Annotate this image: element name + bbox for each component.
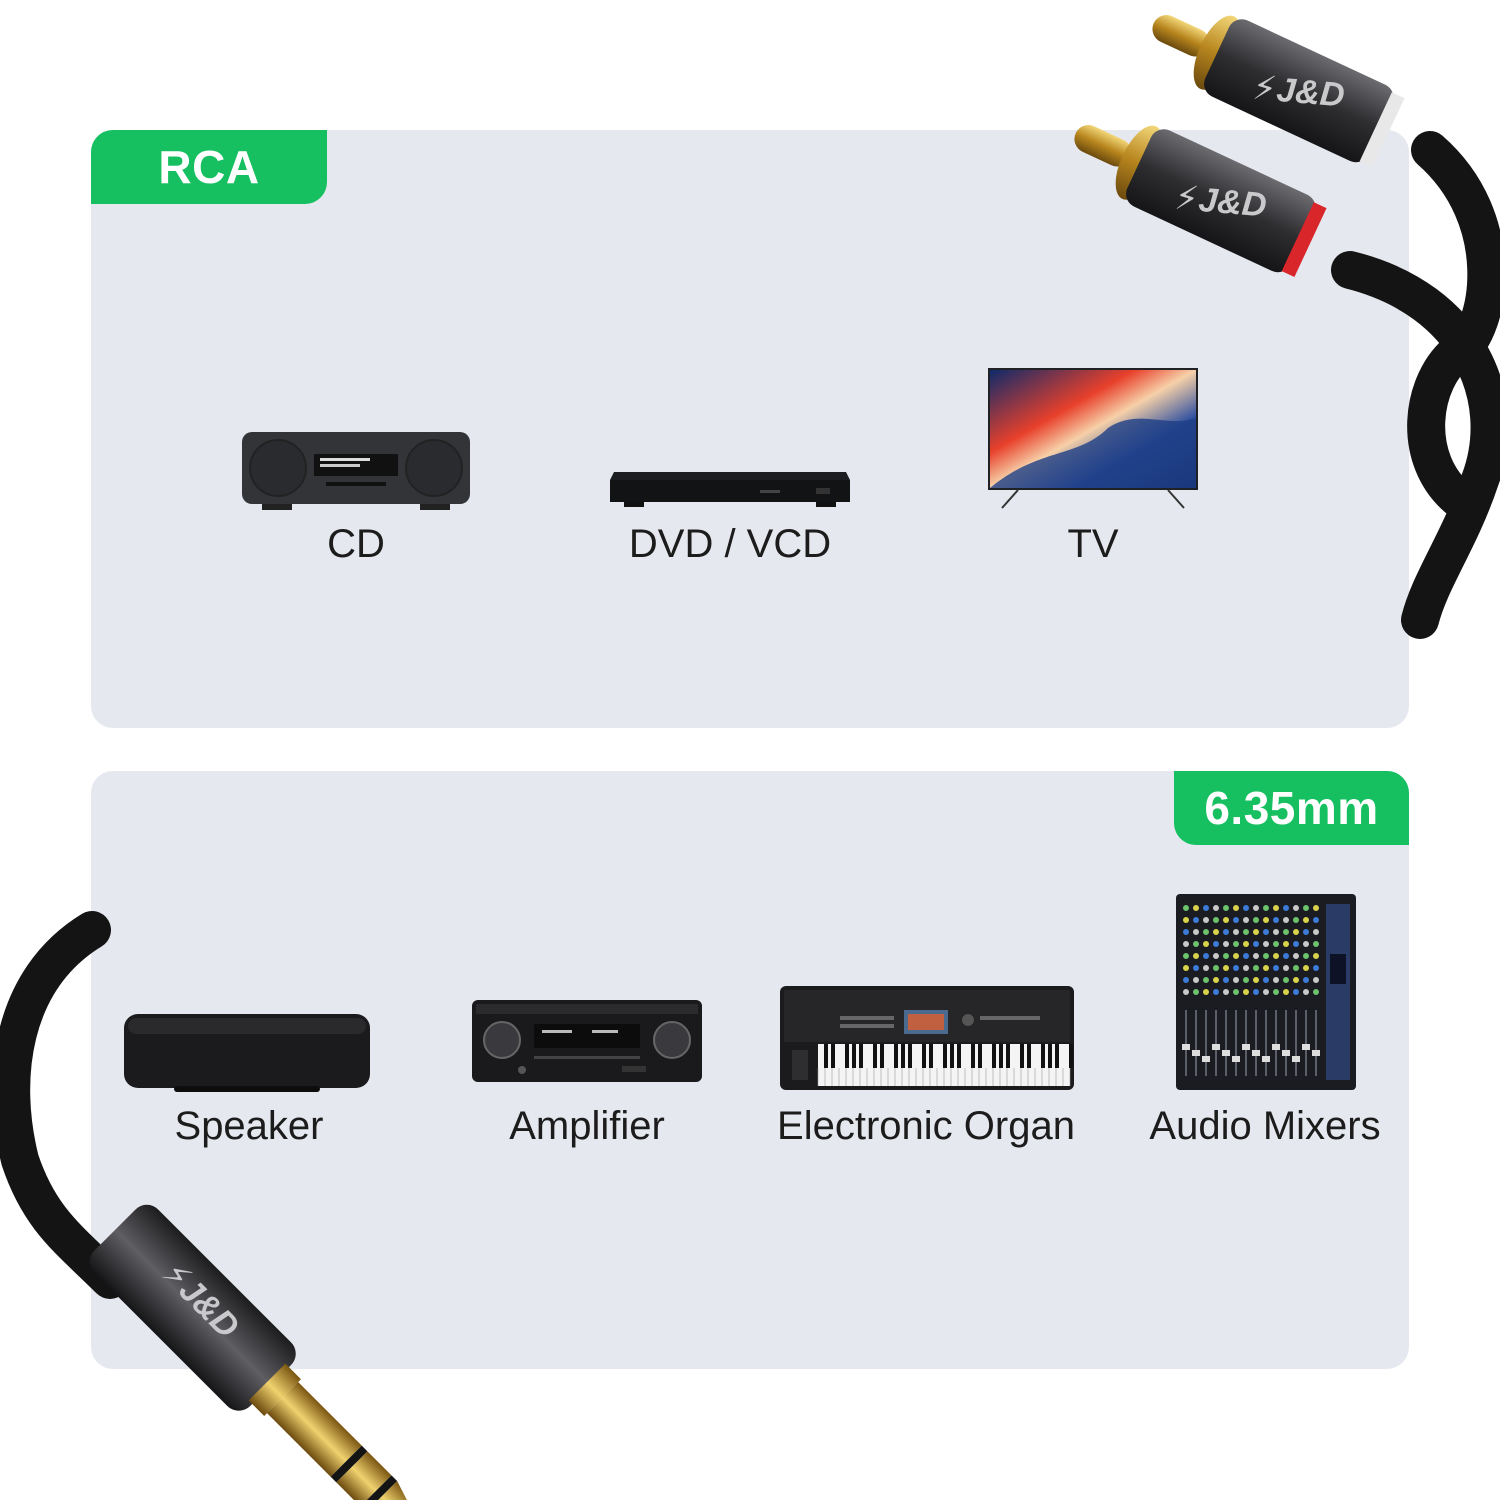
device-label-tv: TV [1067, 522, 1119, 566]
mixer-icon [1176, 894, 1356, 1090]
svg-text:⚡J&D: ⚡J&D [1251, 69, 1346, 115]
cd-player-icon [242, 432, 470, 510]
device-label-mixers: Audio Mixers [1149, 1104, 1381, 1148]
rca-tag: RCA [91, 130, 327, 204]
keyboard-icon [780, 986, 1074, 1090]
amplifier-icon [472, 1000, 702, 1082]
device-label-speaker: Speaker [174, 1104, 324, 1148]
dvd-player-icon [610, 472, 850, 507]
svg-text:⚡J&D: ⚡J&D [1173, 179, 1268, 225]
jack-cable-icon: ⚡J&D [0, 911, 412, 1500]
device-label-amplifier: Amplifier [509, 1104, 665, 1148]
device-label-organ: Electronic Organ [777, 1104, 1075, 1148]
speaker-icon [124, 1014, 370, 1092]
device-label-cd: CD [327, 522, 385, 566]
rca-cable-icon: ⚡J&D ⚡J&D [1074, 15, 1500, 639]
jack-tag: 6.35mm [1174, 771, 1409, 845]
tv-icon [988, 368, 1198, 509]
device-label-dvd: DVD / VCD [628, 522, 832, 566]
